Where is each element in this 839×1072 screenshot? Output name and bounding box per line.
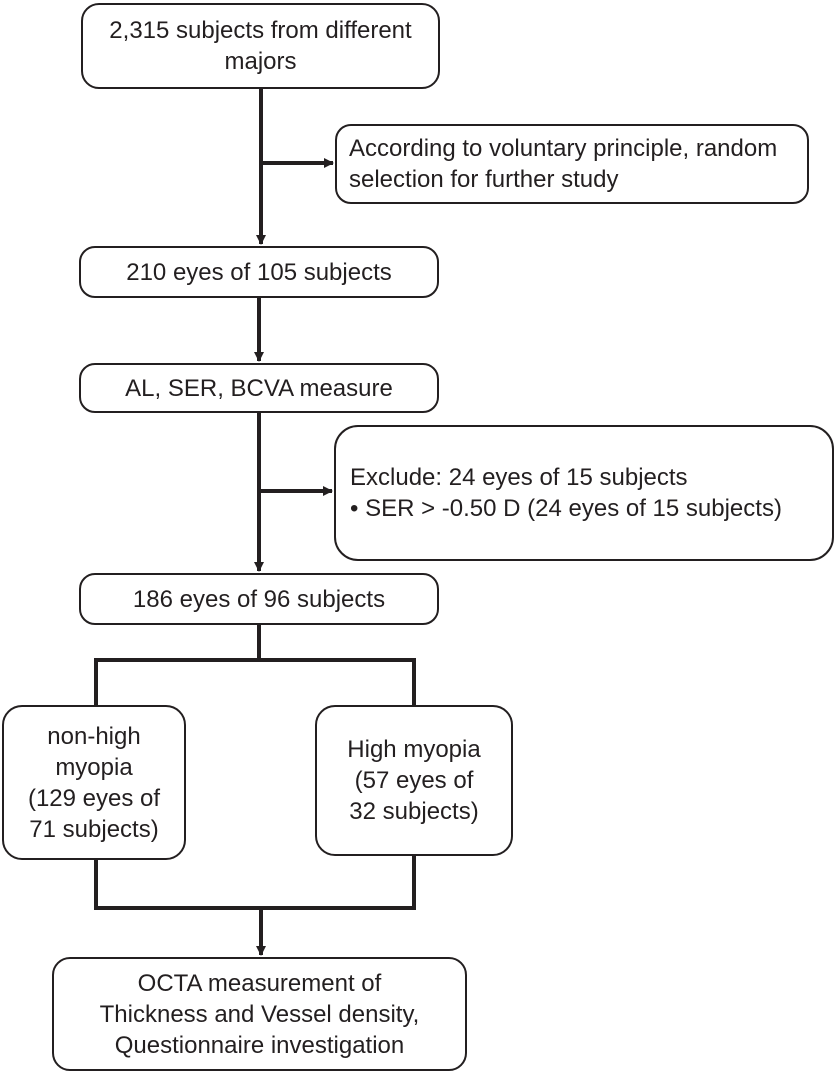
eyes-210-box: 210 eyes of 105 subjects bbox=[79, 246, 439, 298]
high-myopia-box: High myopia (57 eyes of 32 subjects) bbox=[315, 705, 513, 856]
start-box: 2,315 subjects from different majors bbox=[81, 3, 440, 89]
non-high-myopia-line-1: non-high bbox=[47, 722, 141, 750]
eyes-186-text: 186 eyes of 96 subjects bbox=[132, 585, 386, 613]
exclude-box: Exclude: 24 eyes of 15 subjects • SER > … bbox=[334, 425, 834, 561]
exclude-text-line-2: • SER > -0.50 D (24 eyes of 15 subjects) bbox=[350, 495, 782, 522]
octa-line-3: Questionnaire investigation bbox=[114, 1031, 405, 1059]
start-text-line-1: 2,315 subjects from different bbox=[109, 17, 412, 44]
octa-line-2: Thickness and Vessel density, bbox=[99, 1000, 420, 1028]
high-myopia-line-3: 32 subjects) bbox=[349, 798, 479, 825]
non-high-myopia-line-3: (129 eyes of bbox=[27, 784, 161, 812]
octa-line-1: OCTA measurement of bbox=[137, 969, 382, 997]
non-high-myopia-line-4: 71 subjects) bbox=[29, 815, 159, 843]
non-high-myopia-line-2: myopia bbox=[55, 753, 133, 781]
non-high-myopia-box: non-high myopia (129 eyes of 71 subjects… bbox=[2, 705, 186, 860]
measure-box: AL, SER, BCVA measure bbox=[79, 363, 439, 413]
eyes-186-box: 186 eyes of 96 subjects bbox=[79, 573, 439, 625]
connector-split-bar bbox=[94, 658, 416, 705]
random-selection-line-2: selection for further study bbox=[349, 166, 619, 193]
connector-merge-bar bbox=[94, 856, 416, 910]
measure-text: AL, SER, BCVA measure bbox=[125, 374, 393, 402]
exclude-text-line-1: Exclude: 24 eyes of 15 subjects bbox=[350, 464, 688, 491]
random-selection-line-1: According to voluntary principle, random bbox=[349, 135, 778, 162]
start-text-line-2: majors bbox=[224, 48, 297, 75]
eyes-210-text: 210 eyes of 105 subjects bbox=[126, 258, 392, 286]
high-myopia-line-2: (57 eyes of bbox=[354, 767, 474, 794]
octa-box: OCTA measurement of Thickness and Vessel… bbox=[52, 957, 467, 1071]
high-myopia-line-1: High myopia bbox=[347, 736, 481, 763]
random-selection-box: According to voluntary principle, random… bbox=[335, 124, 809, 204]
